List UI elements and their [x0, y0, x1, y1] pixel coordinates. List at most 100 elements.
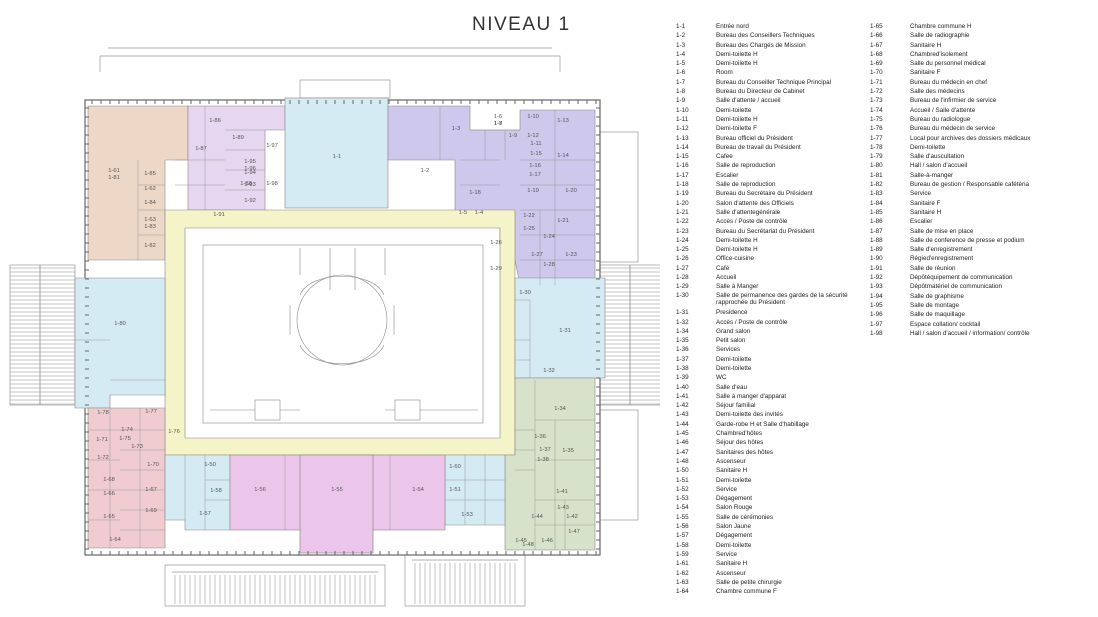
- legend-room-name: Demi-toilette H: [716, 246, 758, 254]
- page-title: NIVEAU 1: [472, 14, 571, 35]
- room-label: 1-14: [557, 153, 569, 159]
- legend-room-name: Bureau du médecin de service: [910, 125, 996, 133]
- legend-room-name: Demi-toilette H: [716, 115, 758, 123]
- legend-code: 1-36: [676, 346, 689, 354]
- legend-room-name: Bureau du médecin en chef: [910, 78, 988, 86]
- legend-code: 1-6: [676, 69, 686, 77]
- room-label: 1-3: [452, 126, 460, 132]
- room-label: 1-9: [509, 133, 517, 139]
- legend-code: 1-39: [676, 374, 689, 382]
- legend-room-name: Room: [716, 69, 733, 77]
- legend-code: 1-34: [676, 327, 689, 335]
- room-label: 1-12: [527, 133, 539, 139]
- legend-room-name: Accès / Poste de contrôle: [716, 218, 788, 226]
- legend-room-name: Escalier: [910, 218, 933, 226]
- legend-room-name: Salle de montage: [910, 301, 960, 309]
- legend-room-name: Bureau de l'infirmier de service: [910, 97, 997, 105]
- legend-code: 1-10: [676, 106, 689, 114]
- legend-code: 1-97: [870, 320, 883, 328]
- room-label: 1-42: [566, 514, 578, 520]
- exterior-stairs: [10, 267, 660, 604]
- legend-code: 1-75: [870, 115, 883, 123]
- legend-room-name: Salle de permanence des gardes de la séc…: [716, 291, 848, 306]
- room-label: 1-61: [108, 168, 120, 174]
- room-label: 1-92: [244, 198, 256, 204]
- room-label: 1-91: [213, 212, 225, 218]
- zone-cyan-north: [284, 97, 389, 209]
- room-label: 1-45: [515, 538, 527, 544]
- legend-room-name: Salle de maquillage: [910, 311, 965, 319]
- legend-room-name: Hall / salon d'accueil / information/ co…: [910, 329, 1030, 337]
- legend-code: 1-35: [676, 337, 689, 345]
- room-label: 1-29: [490, 266, 502, 272]
- legend-code: 1-77: [870, 134, 883, 142]
- room-label: 1-38: [537, 457, 549, 463]
- legend-code: 1-94: [870, 292, 883, 300]
- legend-room-name: Sanitaire H: [910, 208, 942, 216]
- legend-code: 1-70: [870, 69, 883, 77]
- legend-code: 1-55: [676, 513, 689, 521]
- room-label: 1-32: [543, 368, 555, 374]
- legend-code: 1-5: [676, 60, 686, 68]
- room-label: 1-8: [494, 121, 502, 127]
- legend-room-name: Service: [910, 190, 931, 198]
- room-label: 1-60: [449, 464, 461, 470]
- room-label: 1-84: [144, 200, 156, 206]
- legend-code: 1-69: [870, 60, 883, 68]
- room-label: 1-95: [244, 159, 256, 165]
- room-label: 1-81: [108, 175, 120, 181]
- legend-room-name: Salle de reproduction: [716, 181, 776, 189]
- legend-code: 1-31: [676, 309, 689, 317]
- room-label: 1-82: [144, 243, 156, 249]
- legend-code: 1-30: [676, 291, 689, 299]
- legend-room-name: Salle de reproduction: [716, 162, 776, 170]
- legend-room-name: Grand salon: [716, 327, 751, 335]
- legend-code: 1-80: [870, 162, 883, 170]
- room-label: 1-50: [204, 462, 216, 468]
- room-label: 1-16: [529, 163, 541, 169]
- legend-code: 1-87: [870, 227, 883, 235]
- legend-code: 1-92: [870, 274, 883, 282]
- room-label: 1-83: [144, 224, 156, 230]
- legend-room-name: Salon d'attente des Officiels: [716, 199, 794, 207]
- legend-room-name: Service: [716, 485, 737, 493]
- room-label: 1-13: [557, 118, 569, 124]
- legend-room-name: Chambre commune H: [910, 23, 972, 30]
- legend-code: 1-52: [676, 485, 689, 493]
- legend-code: 1-24: [676, 236, 689, 244]
- legend-code: 1-1: [676, 23, 686, 30]
- legend-room-name: Cafee: [716, 153, 733, 161]
- legend-code: 1-26: [676, 255, 689, 263]
- legend-code: 1-32: [676, 318, 689, 326]
- room-label: 1-10: [527, 114, 539, 120]
- legend-code: 1-74: [870, 106, 883, 114]
- legend-code: 1-4: [676, 50, 686, 58]
- room-label: 1-57: [199, 511, 211, 517]
- legend-code: 1-65: [870, 23, 883, 30]
- legend-room-name: Demi-toilette H: [716, 50, 758, 58]
